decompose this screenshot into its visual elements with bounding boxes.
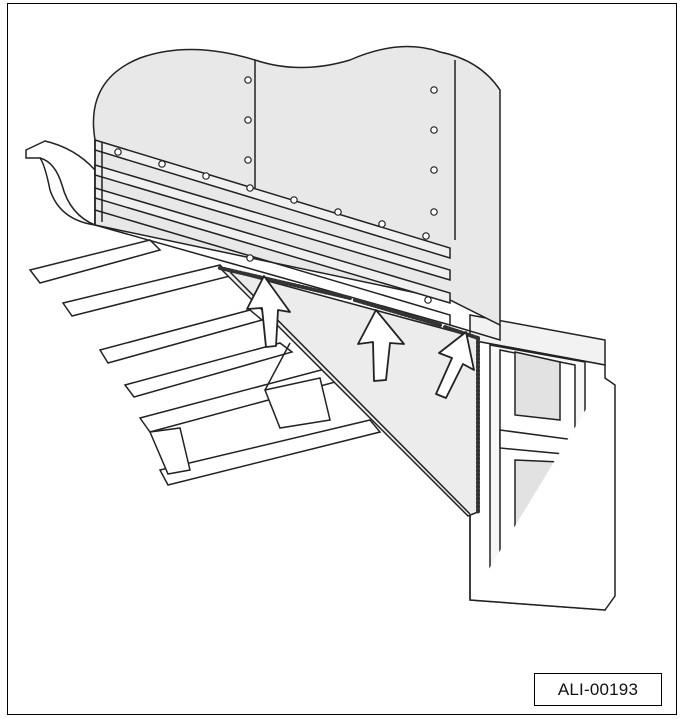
rivet: [378, 220, 386, 228]
cross-member-3: [98, 309, 264, 364]
rivet: [202, 172, 210, 180]
rivet: [422, 232, 430, 240]
rivet: [244, 76, 252, 84]
weld-bead-middle: [353, 298, 442, 327]
front-rail-bracket: [25, 140, 96, 226]
up-arrow-icon: [246, 275, 291, 348]
side-bulkhead-frame: [469, 314, 616, 611]
rivet: [244, 116, 252, 124]
weld-bead-right: [443, 325, 480, 340]
rivet: [246, 184, 254, 192]
weld-arrows: [246, 275, 475, 399]
cross-member-1: [28, 239, 162, 284]
rivet: [430, 126, 438, 134]
weld-beads: [218, 266, 480, 514]
up-arrow-icon: [435, 331, 475, 399]
rivet: [244, 156, 252, 164]
rivets: [114, 76, 438, 304]
cross-member-4: [123, 342, 294, 398]
floor-block-mid: [263, 377, 331, 429]
rivet: [290, 196, 298, 204]
figure-frame: [7, 3, 677, 715]
rivet: [424, 296, 432, 304]
floor-block-left: [148, 427, 191, 475]
cross-member-6: [158, 419, 382, 486]
weld-bead-lower-edge: [218, 266, 352, 300]
rivet: [158, 160, 166, 168]
rivet: [430, 86, 438, 94]
rivet: [246, 254, 254, 262]
floor-cross-members: [28, 239, 382, 486]
up-arrow-icon: [357, 309, 405, 382]
cross-member-2: [61, 264, 232, 317]
rivet: [334, 208, 342, 216]
floor-panel: [92, 45, 501, 342]
rivet: [114, 148, 122, 156]
rivet: [430, 166, 438, 174]
rivet: [430, 208, 438, 216]
figure-id-label: ALI-00193: [534, 673, 662, 706]
